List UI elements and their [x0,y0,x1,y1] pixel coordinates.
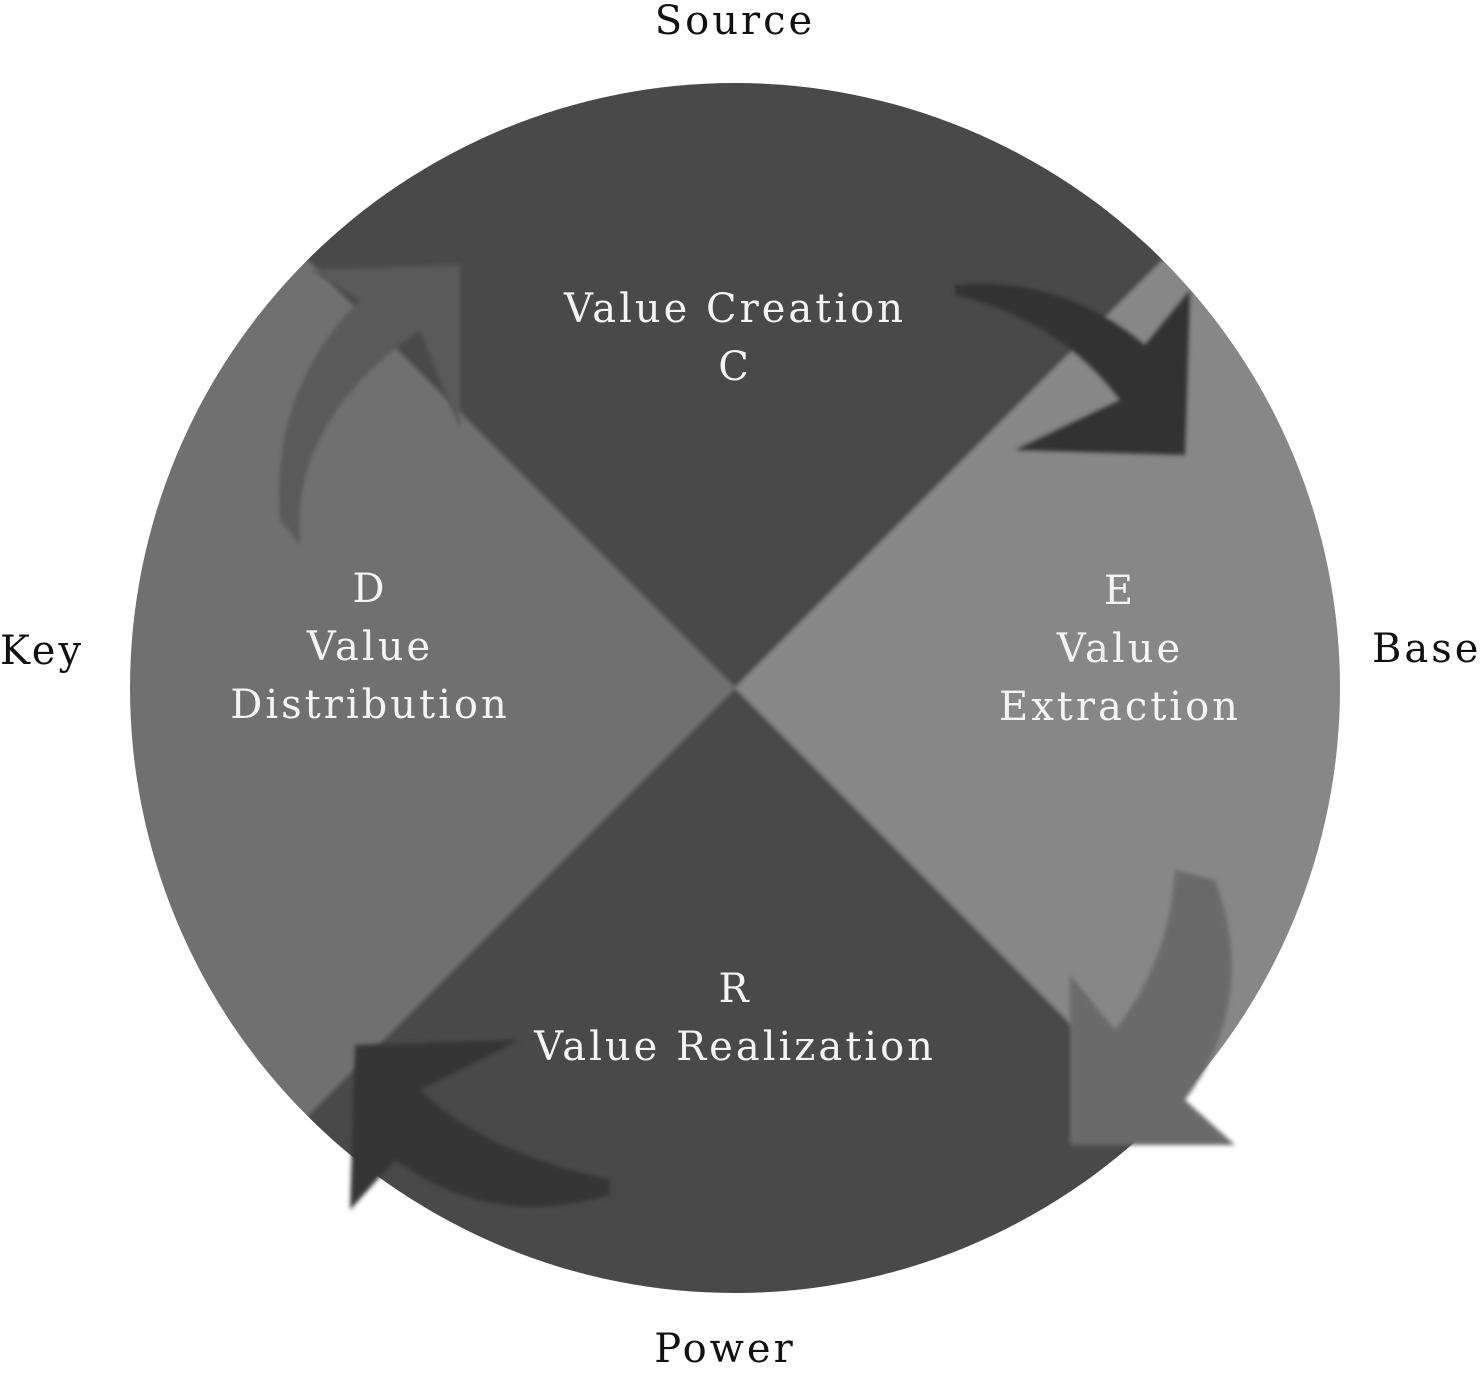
value-realization-letter: R [718,966,752,1012]
arrow-bottom-left-icon [350,1040,610,1210]
quadrant-left-text: D Value Distribution [170,560,570,734]
quadrant-bottom-text: R Value Realization [485,960,985,1076]
value-distribution-letter: D [352,566,388,612]
label-base: Base [1372,626,1482,672]
quadrant-top-text: Value Creation C [485,280,985,396]
value-realization-title: Value Realization [534,1024,936,1070]
label-power: Power [654,1326,796,1372]
arrow-right-down-icon [1070,870,1235,1145]
arrow-top-right-icon [955,283,1190,455]
arrow-left-up-icon [279,265,460,545]
value-creation-letter: C [718,344,752,390]
value-extraction-line2: Extraction [999,684,1241,730]
value-distribution-line2: Distribution [230,682,510,728]
value-extraction-letter: E [1103,568,1137,614]
quadrant-top [130,83,1340,688]
label-key: Key [0,628,85,674]
value-extraction-line1: Value [1056,626,1184,672]
label-source: Source [654,0,816,44]
value-creation-title: Value Creation [564,286,906,332]
value-distribution-line1: Value [306,624,434,670]
quadrant-right-text: E Value Extraction [920,562,1320,736]
quadrant-left [130,83,735,1293]
